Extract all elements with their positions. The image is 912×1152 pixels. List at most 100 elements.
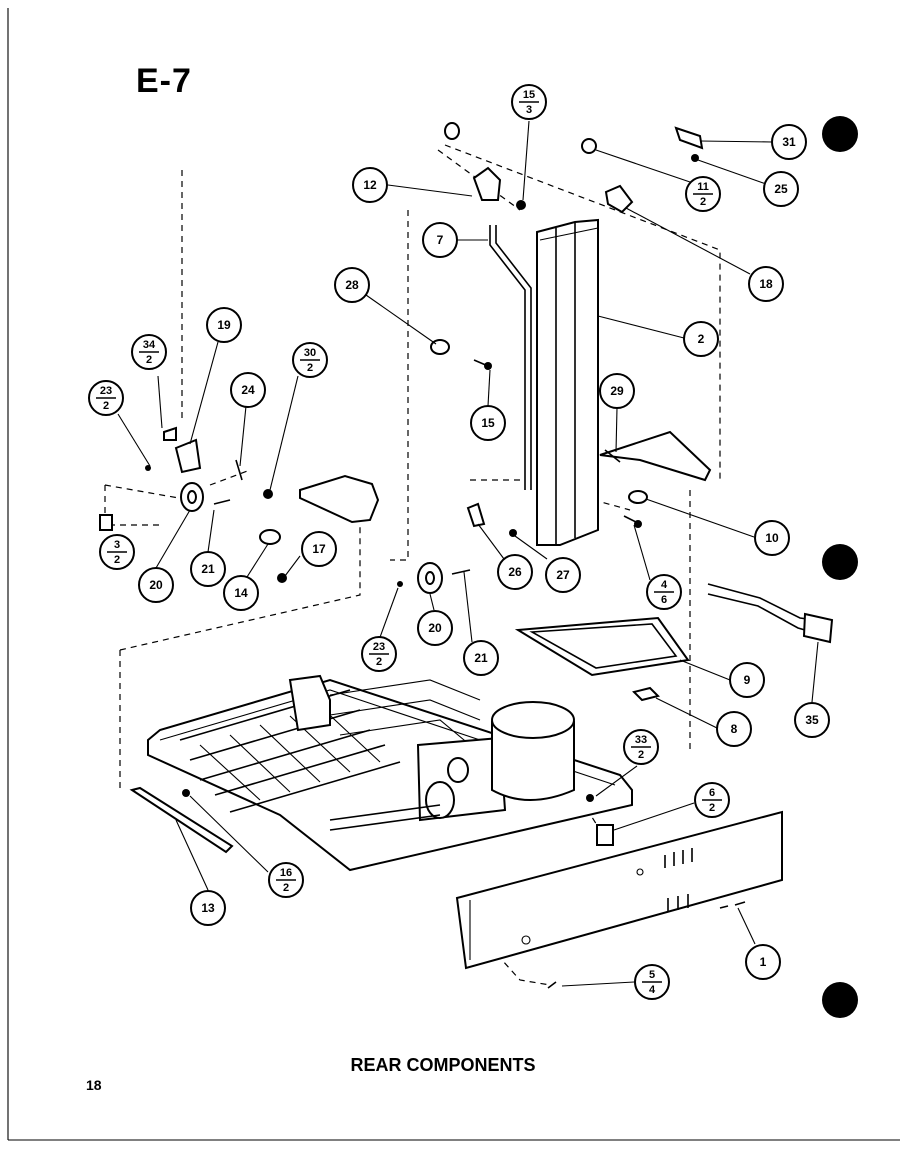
- callout-number: 8: [731, 722, 738, 736]
- callout-balloon: 29: [599, 373, 635, 409]
- callout-balloon: 21: [190, 551, 226, 587]
- binder-hole-middle: [822, 544, 858, 580]
- callout-balloons: 153 31 12 112 25 7 18 28 2 19 342 302 15…: [88, 84, 830, 1000]
- callout-number: 23: [373, 641, 385, 653]
- callout-number: 9: [744, 673, 751, 687]
- callout-balloon: 2: [683, 321, 719, 357]
- callout-balloon: 13: [190, 890, 226, 926]
- callout-balloon: 7: [422, 222, 458, 258]
- callout-balloon: 35: [794, 702, 830, 738]
- callout-number: 16: [280, 867, 292, 879]
- callout-balloon: 9: [729, 662, 765, 698]
- callout-number: 10: [765, 531, 779, 545]
- callout-number: 19: [217, 318, 231, 332]
- power-cord-part-35: [707, 583, 816, 621]
- callout-balloon: 18: [748, 266, 784, 302]
- callout-number: 34: [143, 339, 156, 351]
- callout-number: 20: [149, 578, 163, 592]
- callout-number: 24: [241, 383, 255, 397]
- callout-number: 14: [234, 586, 248, 600]
- callout-number: 2: [698, 332, 705, 346]
- callout-number: 7: [437, 233, 444, 247]
- callout-quantity: 2: [376, 656, 382, 668]
- callout-balloon: 31: [771, 124, 807, 160]
- callout-number: 28: [345, 278, 359, 292]
- callout-number: 21: [201, 562, 215, 576]
- callout-number: 18: [759, 277, 773, 291]
- callout-balloon: 26: [497, 554, 533, 590]
- callout-quantity: 2: [307, 362, 313, 374]
- callout-balloon: 27: [545, 557, 581, 593]
- callout-balloon: 32: [99, 534, 135, 570]
- callout-quantity: 2: [700, 196, 706, 208]
- callout-balloon: 62: [694, 782, 730, 818]
- callout-balloon: 15: [470, 405, 506, 441]
- callout-balloon: 46: [646, 574, 682, 610]
- callout-quantity: 2: [283, 882, 289, 894]
- callout-quantity: 4: [649, 984, 656, 996]
- callout-balloon: 25: [763, 171, 799, 207]
- callout-number: 23: [100, 385, 112, 397]
- callout-balloon: 232: [88, 380, 124, 416]
- callout-number: 5: [649, 969, 655, 981]
- callout-quantity: 2: [114, 554, 120, 566]
- page-border: [7, 8, 900, 1141]
- callout-number: 12: [363, 178, 377, 192]
- callout-number: 29: [610, 384, 624, 398]
- callout-number: 3: [114, 539, 120, 551]
- callout-balloon: 14: [223, 575, 259, 611]
- callout-balloon: 54: [634, 964, 670, 1000]
- callout-balloon: 19: [206, 307, 242, 343]
- page-number: 18: [86, 1077, 102, 1093]
- callout-number: 35: [805, 713, 819, 727]
- callout-number: 25: [774, 182, 788, 196]
- callout-number: 6: [709, 787, 715, 799]
- callout-number: 27: [556, 568, 570, 582]
- callout-balloon: 342: [131, 334, 167, 370]
- callout-balloon: 28: [334, 267, 370, 303]
- callout-number: 1: [760, 955, 767, 969]
- fan-shroud: [299, 474, 380, 524]
- callout-balloon: 162: [268, 862, 304, 898]
- clip-part-8: [632, 686, 660, 702]
- callout-number: 26: [508, 565, 522, 579]
- callout-number: 13: [201, 901, 215, 915]
- rear-access-panel-part-1: [455, 810, 783, 989]
- callout-number: 33: [635, 734, 647, 746]
- bracket-part-29: [599, 430, 712, 482]
- callout-balloon: 24: [230, 372, 266, 408]
- callout-quantity: 6: [661, 594, 667, 606]
- callout-number: 11: [697, 181, 709, 193]
- section-code: E-7: [136, 62, 192, 100]
- base-pan-with-condenser: [147, 674, 633, 872]
- callout-number: 20: [428, 621, 442, 635]
- callout-balloon: 232: [361, 636, 397, 672]
- callout-balloon: 112: [685, 176, 721, 212]
- callout-balloon: 10: [754, 520, 790, 556]
- callout-quantity: 3: [526, 104, 532, 116]
- callout-balloon: 20: [417, 610, 453, 646]
- callout-balloon: 302: [292, 342, 328, 378]
- callout-balloon: 153: [511, 84, 547, 120]
- callout-quantity: 2: [638, 749, 644, 761]
- callout-balloon: 8: [716, 711, 752, 747]
- callout-quantity: 2: [146, 354, 152, 366]
- callout-balloon: 12: [352, 167, 388, 203]
- diagram-caption: REAR COMPONENTS: [350, 1055, 536, 1075]
- hardware-parts: [99, 122, 704, 594]
- mounting-bracket-part-13: [129, 786, 234, 854]
- callout-number: 17: [312, 542, 326, 556]
- callout-balloon: 1: [745, 944, 781, 980]
- callout-number: 4: [661, 579, 668, 591]
- tube-part-7: [489, 225, 526, 490]
- callout-number: 21: [474, 651, 488, 665]
- binder-hole-bottom: [822, 982, 858, 1018]
- callout-number: 15: [523, 89, 535, 101]
- callout-quantity: 2: [103, 400, 109, 412]
- callout-balloon: 17: [301, 531, 337, 567]
- leader-lines: [117, 120, 819, 987]
- callout-balloon: 20: [138, 567, 174, 603]
- callout-number: 31: [782, 135, 796, 149]
